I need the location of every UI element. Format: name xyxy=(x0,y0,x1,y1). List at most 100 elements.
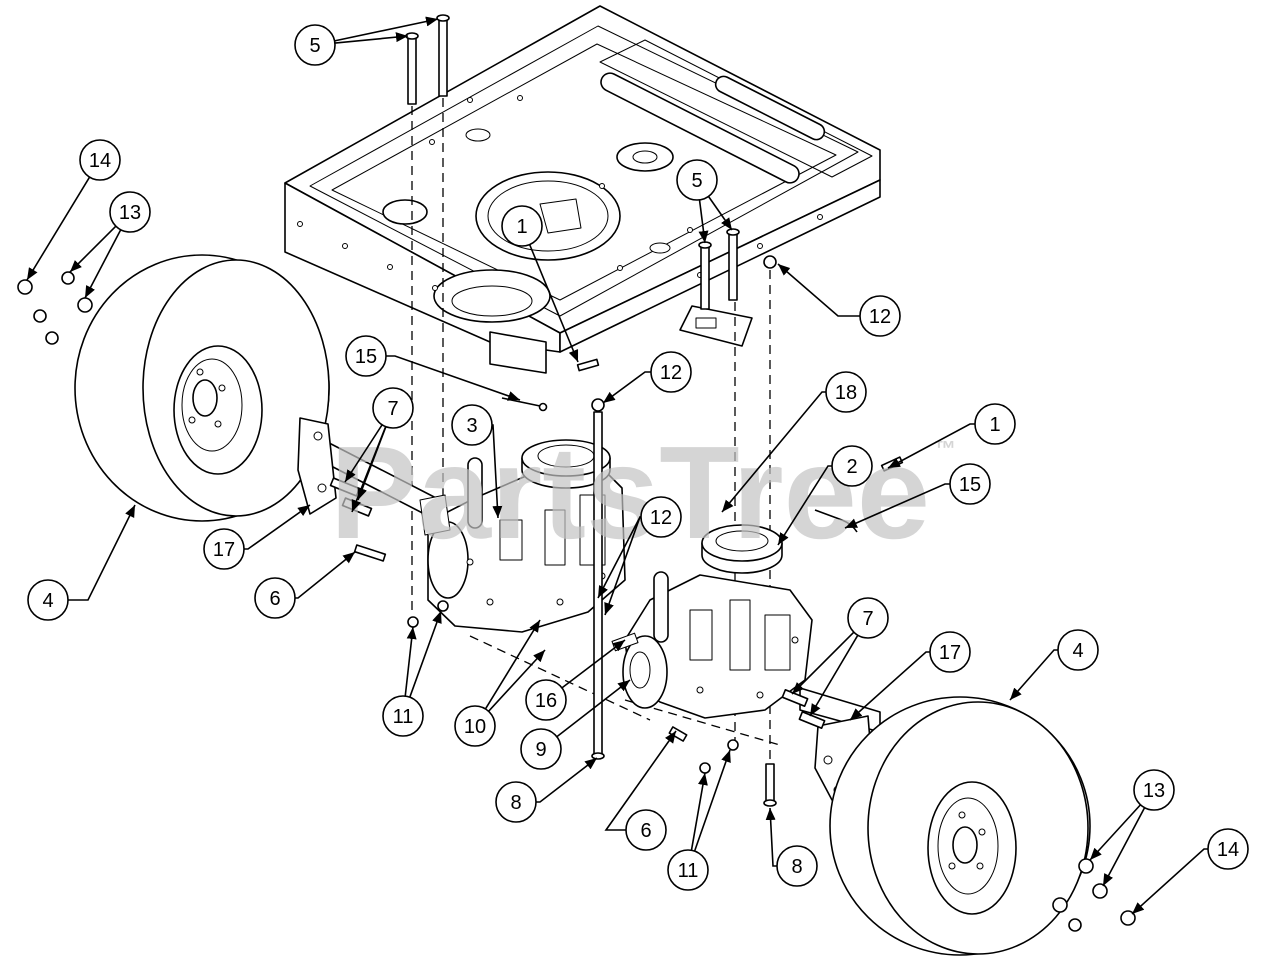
leader-arrow xyxy=(791,631,855,695)
lug-hole xyxy=(214,420,222,428)
callout-number: 10 xyxy=(464,716,486,738)
callout: 4 xyxy=(1009,629,1099,701)
leader-arrow xyxy=(707,195,733,231)
raised-platform xyxy=(599,39,873,178)
callout-circle xyxy=(974,403,1016,445)
callout-circle xyxy=(382,695,424,737)
leader-arrow xyxy=(604,730,677,831)
callout-circle xyxy=(776,845,818,887)
nut-12-mid xyxy=(591,398,605,412)
leader-arrow xyxy=(693,749,731,852)
callout-number: 5 xyxy=(309,35,320,57)
housing-rib xyxy=(499,519,523,561)
lug-hole xyxy=(188,416,196,424)
callout-number: 6 xyxy=(640,820,651,842)
callout: 1 xyxy=(501,205,579,363)
leader-arrow xyxy=(487,649,546,712)
leader-arrow xyxy=(777,465,832,546)
leader-arrow xyxy=(1131,848,1208,915)
lug-hole xyxy=(978,828,986,836)
nut-12-top xyxy=(763,255,777,269)
leader-arrow xyxy=(602,371,651,404)
callout-number: 7 xyxy=(862,608,873,630)
deck-slot xyxy=(600,72,800,184)
frame-mount-hole xyxy=(617,265,623,271)
nut-13 xyxy=(77,297,93,313)
callout: 11 xyxy=(667,749,731,891)
frame-mount-hole xyxy=(599,183,605,189)
leader-arrow xyxy=(556,679,631,738)
bracket-stud xyxy=(313,431,323,441)
callout: 15 xyxy=(844,463,991,529)
alignment-line xyxy=(624,699,781,746)
bolt-shank xyxy=(700,246,710,310)
frame-mount-hole xyxy=(817,214,823,220)
housing-rib xyxy=(764,614,791,671)
watermark-text: PartsTree xyxy=(330,419,930,566)
leader-arrow xyxy=(69,225,117,273)
housing-rib xyxy=(689,609,713,661)
bolt-mount-bracket xyxy=(679,305,753,347)
callout-number: 12 xyxy=(650,507,672,529)
nut-13 xyxy=(1092,883,1108,899)
callout: 7 xyxy=(791,597,889,717)
deck-small-hole xyxy=(465,128,491,142)
frame-mount-hole xyxy=(342,243,348,249)
cooling-fan xyxy=(715,530,769,552)
pin-rod xyxy=(501,397,541,407)
left-transaxle xyxy=(419,439,626,633)
nut-11 xyxy=(407,616,419,628)
bolt-8-right xyxy=(763,763,777,807)
callout-number: 13 xyxy=(119,202,141,224)
callout-number: 17 xyxy=(939,642,961,664)
pin-1 xyxy=(576,358,600,372)
housing-bolt xyxy=(696,686,704,694)
callout-number: 14 xyxy=(1217,839,1239,861)
callout-circle xyxy=(294,24,336,66)
front-bumper-block xyxy=(489,331,547,374)
housing-rib xyxy=(544,509,566,566)
bracket-stud xyxy=(823,755,833,765)
frame-mount-hole xyxy=(297,221,303,227)
callout: 5 xyxy=(294,16,439,66)
nut xyxy=(1068,918,1082,932)
pin-6 xyxy=(668,726,688,742)
lug-hole xyxy=(196,368,204,376)
callout-number: 14 xyxy=(89,150,111,172)
callout: 10 xyxy=(454,619,546,747)
leader-arrow xyxy=(887,423,975,469)
leader-arrow xyxy=(1089,804,1142,861)
watermark-trademark: ™ xyxy=(934,436,956,461)
bolt-8-long xyxy=(591,411,605,760)
bolt-head xyxy=(436,14,450,22)
callout-number: 3 xyxy=(466,415,477,437)
callout: 14 xyxy=(1131,828,1249,915)
callout: 13 xyxy=(1089,769,1175,887)
callout-circle xyxy=(1133,769,1175,811)
callout-circle xyxy=(831,445,873,487)
leader-arrow xyxy=(344,424,383,483)
lug-hole xyxy=(958,811,966,819)
bolt-head xyxy=(591,752,605,760)
callout-circle xyxy=(949,463,991,505)
housing-bolt xyxy=(756,691,764,699)
leader-arrow xyxy=(26,176,91,281)
callout-number: 8 xyxy=(510,792,521,814)
callout: 11 xyxy=(382,610,442,737)
leader-arrow xyxy=(68,504,136,601)
callout-number: 9 xyxy=(535,739,546,761)
callout: 4 xyxy=(27,504,136,621)
leader-arrow xyxy=(849,651,930,721)
leader-arrow xyxy=(334,32,409,44)
callout-circle xyxy=(650,351,692,393)
housing-bolt xyxy=(486,598,494,606)
nut xyxy=(45,331,59,345)
leader-arrow xyxy=(409,610,442,698)
leader-arrow xyxy=(295,551,356,599)
bolt-7 xyxy=(798,710,826,730)
deck-center-opening-inner xyxy=(487,180,609,252)
callout-circle xyxy=(345,335,387,377)
callout: 8 xyxy=(495,757,598,823)
callout: 15 xyxy=(345,335,521,401)
